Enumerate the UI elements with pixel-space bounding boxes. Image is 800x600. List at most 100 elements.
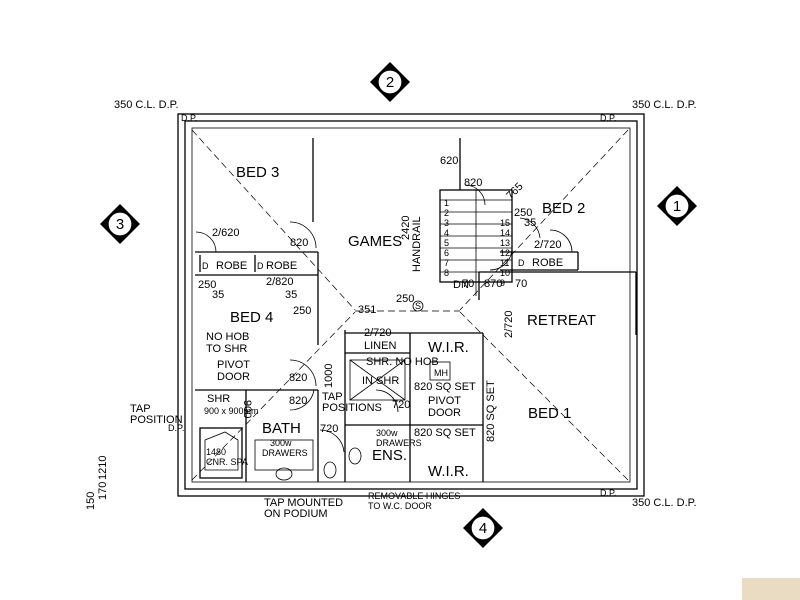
- note-positions-mid: POSITIONS: [322, 402, 382, 414]
- marker-top: 2: [370, 62, 410, 102]
- note-pivot-ens: PIVOT: [428, 395, 461, 407]
- robe-d-2: D: [257, 261, 264, 271]
- room-label-robe-3: ROBE: [532, 257, 563, 269]
- dim-2420: 2420: [400, 216, 412, 240]
- stair-step-2: 2: [444, 208, 449, 218]
- dim-2720-bed2: 2/720: [534, 239, 562, 251]
- note-cldp-tr: 350 C.L. D.P.: [632, 99, 697, 111]
- dim-250-bed4b: 250: [293, 305, 311, 317]
- room-label-wir-upper: W.I.R.: [428, 339, 469, 356]
- room-label-shr: SHR: [207, 393, 230, 405]
- dim-900: 900: [241, 400, 253, 418]
- stair-step-13: 13: [500, 238, 510, 248]
- dim-150: 150: [85, 492, 97, 510]
- dim-2720-retreat: 2/720: [503, 310, 515, 338]
- note-position-left: POSITION: [130, 414, 183, 426]
- room-label-linen: LINEN: [364, 340, 396, 352]
- room-label-robe-1: ROBE: [216, 260, 247, 272]
- dim-720-wc: 720: [320, 423, 338, 435]
- dim-170: 170: [97, 482, 109, 500]
- note-tap-mounted: TAP MOUNTED: [264, 497, 343, 509]
- stair-step-1: 1: [444, 198, 449, 208]
- dim-1000: 1000: [323, 364, 335, 388]
- note-dn: DN: [453, 279, 469, 291]
- marker-left: 3: [100, 204, 140, 244]
- marker-right: 1: [657, 186, 697, 226]
- note-no-hob: NO HOB: [206, 331, 249, 343]
- dim-820sq-upper: 820 SQ SET: [414, 381, 476, 393]
- room-label-bed2: BED 2: [542, 200, 585, 217]
- dim-351: 351: [358, 304, 376, 316]
- stair-step-12: 12: [500, 248, 510, 258]
- robe-d-1: D: [202, 261, 209, 271]
- watermark-badge: [742, 578, 800, 600]
- marker-left-label: 3: [116, 216, 124, 233]
- dim-1210: 1210: [97, 456, 109, 480]
- smoke-detector-label: S: [415, 301, 421, 311]
- room-label-bed1: BED 1: [528, 405, 571, 422]
- stair-step-5: 5: [444, 238, 449, 248]
- note-cldp-br: 350 C.L. D.P.: [632, 497, 697, 509]
- dim-820sq-vertical: 820 SQ SET: [485, 380, 497, 442]
- note-shr-no-hob: SHR. NO HOB: [366, 356, 439, 368]
- stair-step-9: 9: [500, 278, 505, 288]
- note-dp-tl: D.P.: [181, 113, 197, 123]
- dim-820-bed4: 820: [289, 372, 307, 384]
- dim-250-bed4a: 250: [198, 279, 216, 291]
- dim-35-bed2: 35: [524, 217, 536, 229]
- stair-step-10: 10: [500, 268, 510, 278]
- stair-step-11: 11: [500, 258, 509, 268]
- stair-step-15: 15: [500, 218, 510, 228]
- room-label-retreat: RETREAT: [527, 312, 596, 329]
- note-dp-br: D.P.: [600, 488, 616, 498]
- dim-820-stair: 820: [464, 177, 482, 189]
- stair: [439, 189, 513, 296]
- dim-2620: 2/620: [212, 227, 240, 239]
- dim-765: 765: [504, 181, 525, 202]
- room-label-bed3: BED 3: [236, 164, 279, 181]
- marker-top-label: 2: [386, 74, 394, 91]
- stair-step-3: 3: [444, 218, 449, 228]
- dim-2820: 2/820: [266, 276, 294, 288]
- dim-70-b: 70: [515, 278, 527, 290]
- room-label-bed4: BED 4: [230, 309, 273, 326]
- note-ens-drawers-w: 300w: [376, 428, 398, 438]
- room-label-bath: BATH: [262, 420, 301, 437]
- stair-step-4: 4: [444, 228, 449, 238]
- room-label-ens: ENS.: [372, 447, 407, 464]
- dim-820-bed3: 820: [290, 237, 308, 249]
- external-walls: [177, 113, 645, 497]
- dim-720-ens: 720: [392, 399, 410, 411]
- note-in-shr: IN SHR: [362, 375, 399, 387]
- note-to-shr: TO SHR: [206, 343, 247, 355]
- note-tap-left: TAP: [130, 403, 151, 415]
- note-dp-l: D.P.: [168, 423, 184, 433]
- marker-bottom-label: 4: [479, 520, 487, 537]
- room-label-wir-lower: W.I.R.: [428, 463, 469, 480]
- note-pivot-bath: PIVOT: [217, 359, 250, 371]
- note-door-ens: DOOR: [428, 407, 461, 419]
- door-swings: [195, 184, 573, 453]
- robe-d-3: D: [518, 258, 525, 268]
- dim-870: 870: [484, 278, 502, 290]
- dim-820-bath: 820: [289, 395, 307, 407]
- dim-620: 620: [440, 155, 458, 167]
- room-label-games: GAMES: [348, 233, 402, 250]
- note-ens-drawers: DRAWERS: [376, 438, 422, 448]
- note-bath-drawers-w: 300w: [270, 438, 292, 448]
- note-handrail: HANDRAIL: [411, 216, 423, 272]
- dim-820sq-lower: 820 SQ SET: [414, 427, 476, 439]
- note-spa-size: 1480: [206, 447, 226, 457]
- stair-step-8: 8: [444, 268, 449, 278]
- internal-walls: [195, 138, 637, 482]
- note-door-bath: DOOR: [217, 371, 250, 383]
- dim-70-a: 70: [462, 278, 474, 290]
- dim-250-bed2: 250: [514, 207, 532, 219]
- note-tap-mid: TAP: [322, 391, 343, 403]
- stair-step-14: 14: [500, 228, 510, 238]
- note-spa-name: CNR. SPA: [206, 457, 248, 467]
- note-mh: MH: [434, 368, 448, 378]
- note-on-podium: ON PODIUM: [264, 508, 328, 520]
